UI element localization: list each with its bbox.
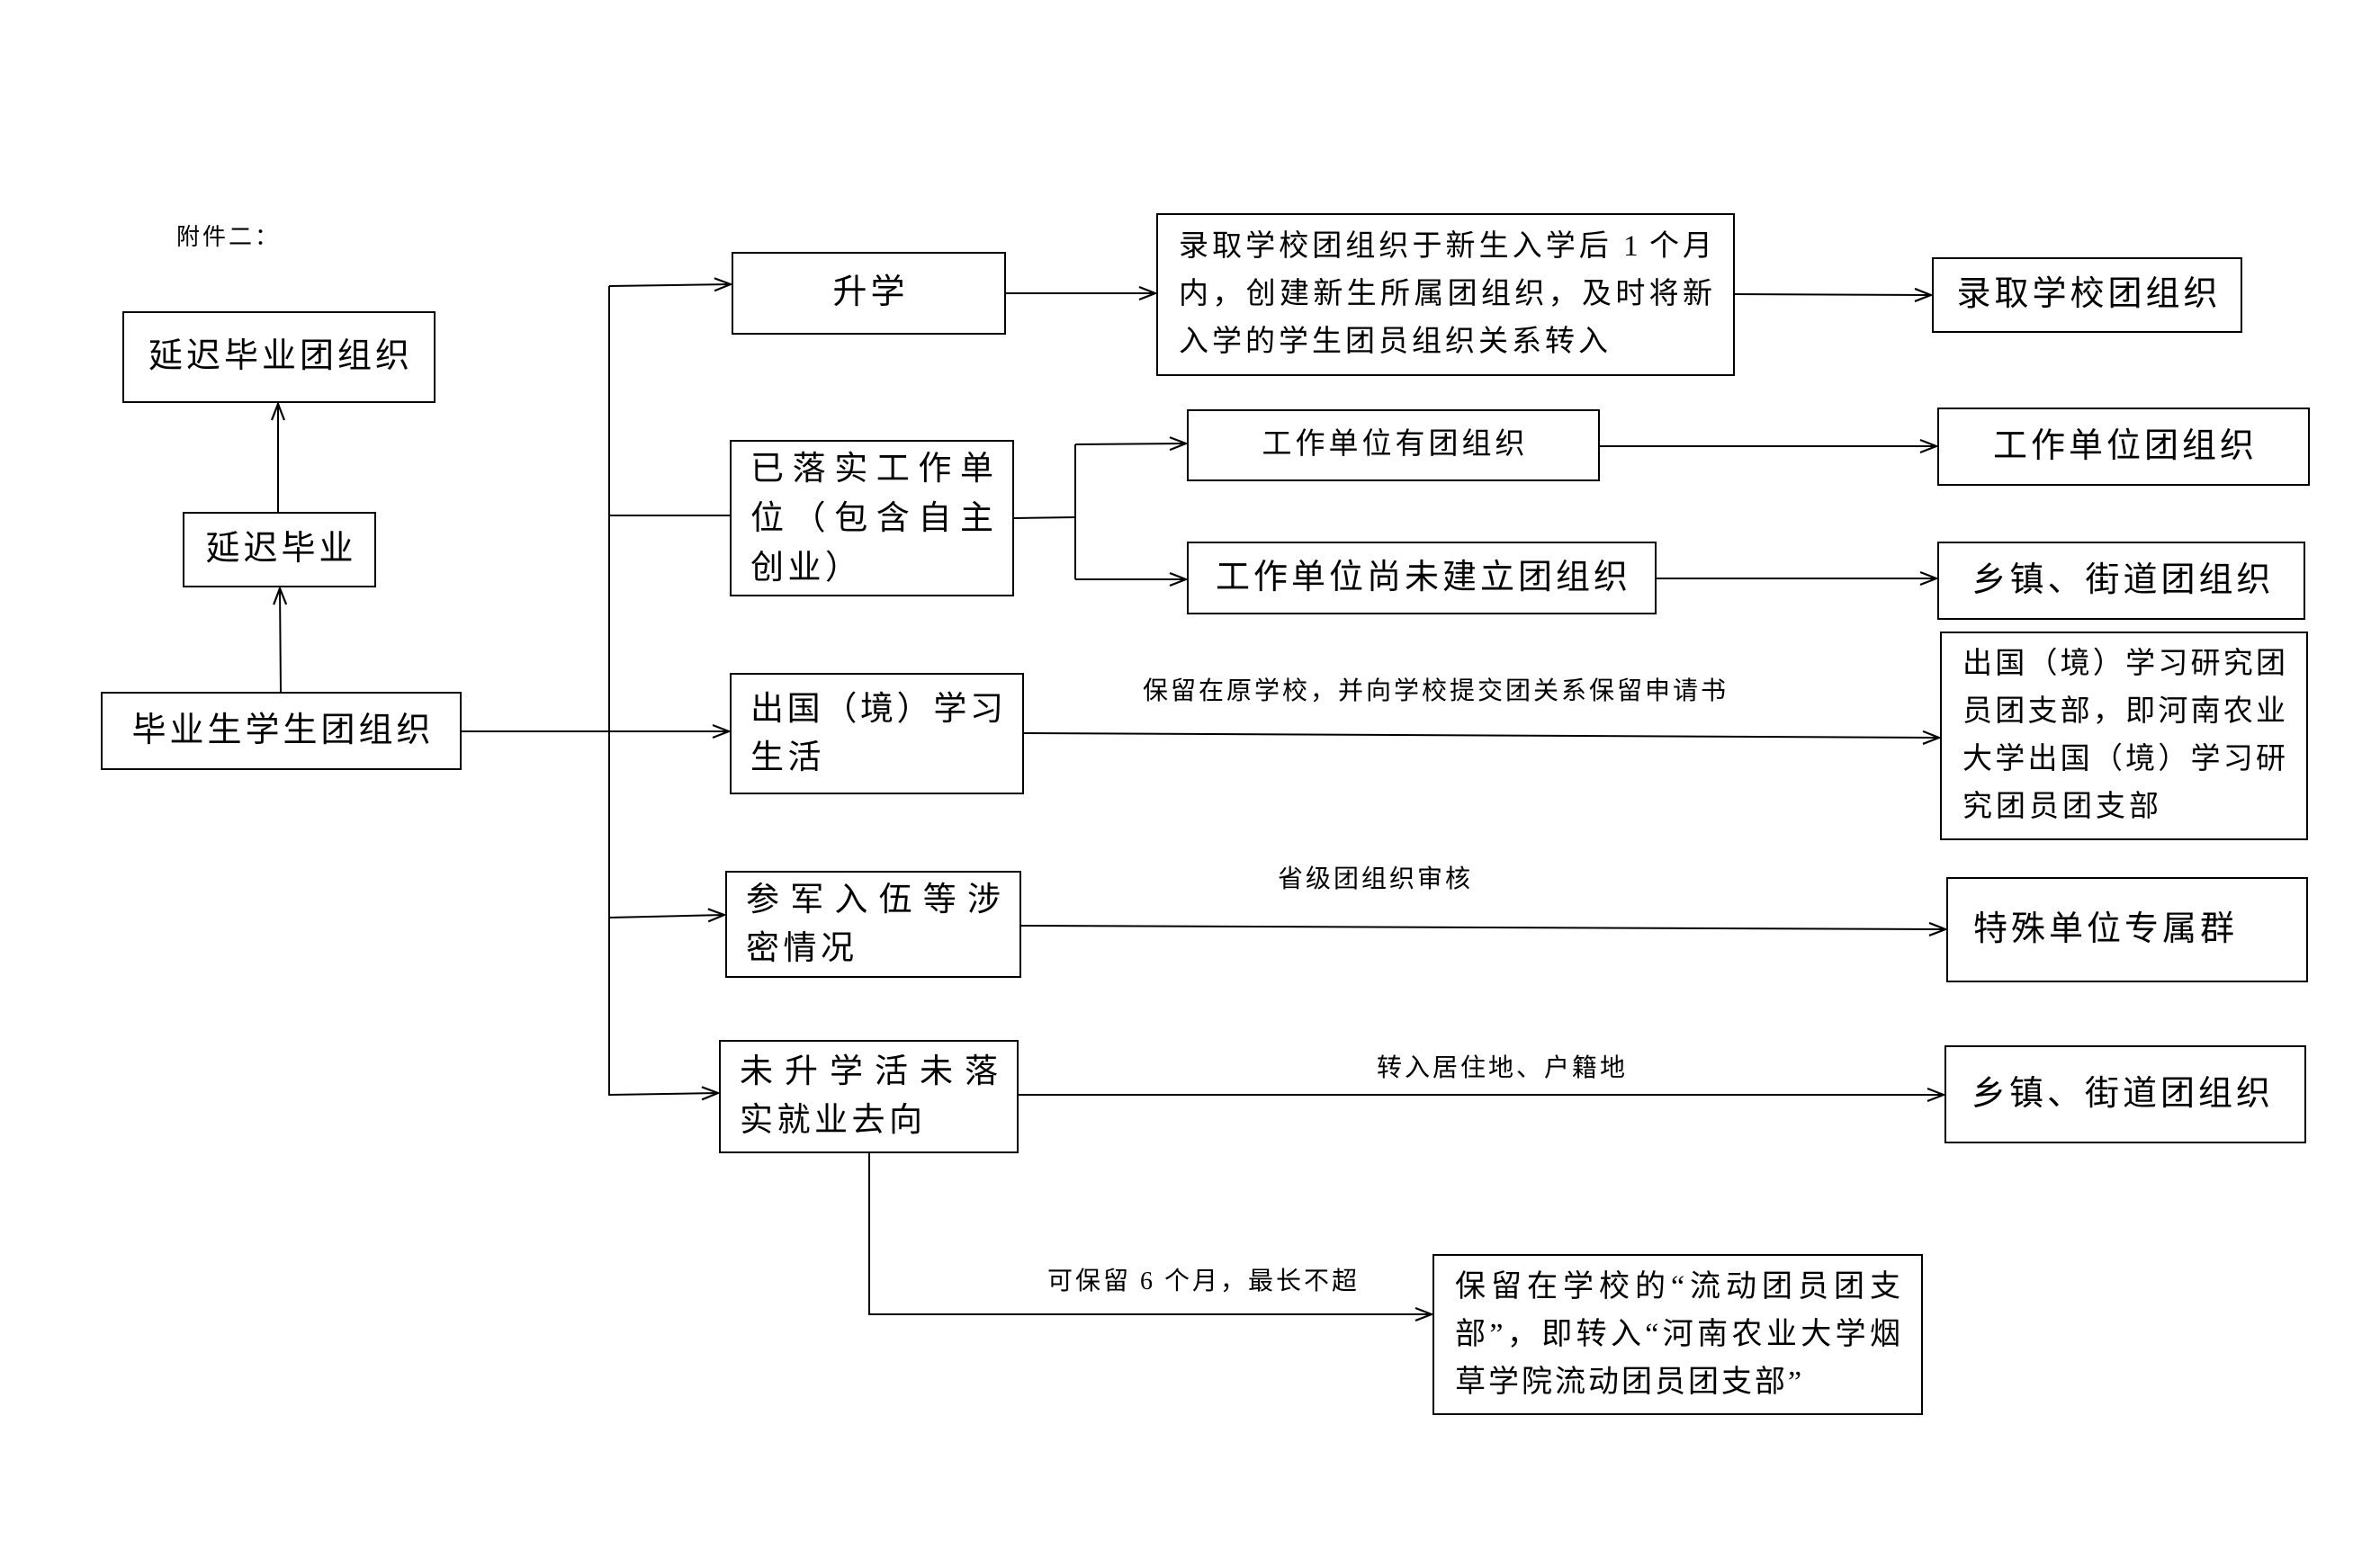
edge-label-transfer-residence: 转入居住地、户籍地 <box>1377 1054 1629 1082</box>
edge-label-retain-six-months: 可保留 6 个月，最长不超 <box>1047 1268 1361 1295</box>
node-line: 录取学校团组织于新生入学后 1 个月 <box>1179 230 1712 263</box>
node-graduate-student-org: 毕业生学生团组织 <box>101 692 462 770</box>
node-line: 出国（境）学习研究团 <box>1962 648 2286 680</box>
line-employed-to-split <box>1013 516 1076 519</box>
node-line: 内，创建新生所属团组织，及时将新 <box>1179 278 1712 310</box>
arrow-study-abroad-to-abroad-branch <box>1023 733 1939 738</box>
node-line: 大学出国（境）学习研 <box>1962 743 2286 775</box>
node-township-org: 乡镇、街道团组织 <box>1937 542 2305 620</box>
arrow-graduate-to-delayed <box>280 588 281 693</box>
node-label: 特殊单位专属群 <box>1973 909 2239 948</box>
node-label: 乡镇、街道团组织 <box>1971 1074 2275 1113</box>
node-line: 已落实工作单 <box>750 450 993 488</box>
node-line: 未升学活未落 <box>740 1053 998 1090</box>
node-line: 保留在学校的“流动团员团支 <box>1455 1270 1900 1304</box>
node-line: 入学的学生团员组织关系转入 <box>1179 326 1612 358</box>
node-line: 究团员团支部 <box>1962 791 2162 823</box>
arrow-split-to-workplace-has-org <box>1074 443 1186 444</box>
node-delayed-graduation: 延迟毕业 <box>183 512 376 587</box>
attachment-label: 附件二： <box>176 224 282 250</box>
node-further-study: 升学 <box>732 252 1006 335</box>
node-line: 草学院流动团员团支部” <box>1455 1366 1805 1399</box>
node-military-classified: 参军入伍等涉 密情况 <box>725 871 1021 978</box>
node-label: 乡镇、街道团组织 <box>1971 560 2275 599</box>
node-line: 位（包含自主 <box>750 499 993 537</box>
arrow-military-to-special-group <box>1020 926 1945 929</box>
node-line: 部”，即转入“河南农业大学烟 <box>1455 1318 1900 1351</box>
node-admission-note: 录取学校团组织于新生入学后 1 个月 内，创建新生所属团组织，及时将新 入学的学… <box>1156 213 1735 376</box>
arrow-admission-note-to-admission-org <box>1734 294 1931 295</box>
node-label: 毕业生学生团组织 <box>131 711 435 749</box>
node-workplace-has-org: 工作单位有团组织 <box>1187 409 1600 481</box>
node-line: 参军入伍等涉 <box>746 881 1001 918</box>
node-label: 升学 <box>832 273 909 312</box>
node-label: 延迟毕业 <box>205 530 357 569</box>
node-line: 创业） <box>750 549 863 587</box>
node-label: 工作单位尚未建立团组织 <box>1215 558 1631 596</box>
node-workplace-org: 工作单位团组织 <box>1937 408 2310 486</box>
arrow-trunk-to-further-study <box>608 284 731 286</box>
node-special-unit-group: 特殊单位专属群 <box>1946 877 2308 982</box>
node-label: 工作单位有团组织 <box>1262 428 1529 461</box>
node-line: 出国（境）学习 <box>750 690 1003 728</box>
node-mobile-member-branch: 保留在学校的“流动团员团支 部”，即转入“河南农业大学烟 草学院流动团员团支部” <box>1432 1254 1923 1415</box>
node-label: 工作单位团组织 <box>1992 426 2258 465</box>
node-township-org-residence: 乡镇、街道团组织 <box>1944 1045 2306 1143</box>
node-study-abroad: 出国（境）学习 生活 <box>730 673 1024 794</box>
arrow-trunk-to-undetermined <box>608 1093 718 1095</box>
edge-label-retain-at-school: 保留在原学校，并向学校提交团关系保留申请书 <box>1143 677 1729 705</box>
edge-label-provincial-review: 省级团组织审核 <box>1278 865 1474 893</box>
arrow-trunk-to-military <box>608 915 724 918</box>
node-line: 生活 <box>750 739 825 776</box>
node-employed: 已落实工作单 位（包含自主 创业） <box>730 440 1014 596</box>
arrow-undetermined-to-mobile-branch <box>868 1153 1432 1314</box>
node-admission-school-org: 录取学校团组织 <box>1932 257 2242 333</box>
node-abroad-member-branch: 出国（境）学习研究团 员团支部，即河南农业 大学出国（境）学习研 究团员团支部 <box>1940 632 2308 840</box>
node-delayed-graduation-org: 延迟毕业团组织 <box>122 311 436 403</box>
node-line: 员团支部，即河南农业 <box>1962 695 2286 728</box>
node-label: 录取学校团组织 <box>1956 275 2222 314</box>
node-workplace-no-org: 工作单位尚未建立团组织 <box>1187 542 1657 614</box>
node-undetermined: 未升学活未落 实就业去向 <box>719 1040 1019 1153</box>
node-line: 实就业去向 <box>740 1102 927 1139</box>
node-line: 密情况 <box>746 929 858 967</box>
node-label: 延迟毕业团组织 <box>148 337 413 376</box>
